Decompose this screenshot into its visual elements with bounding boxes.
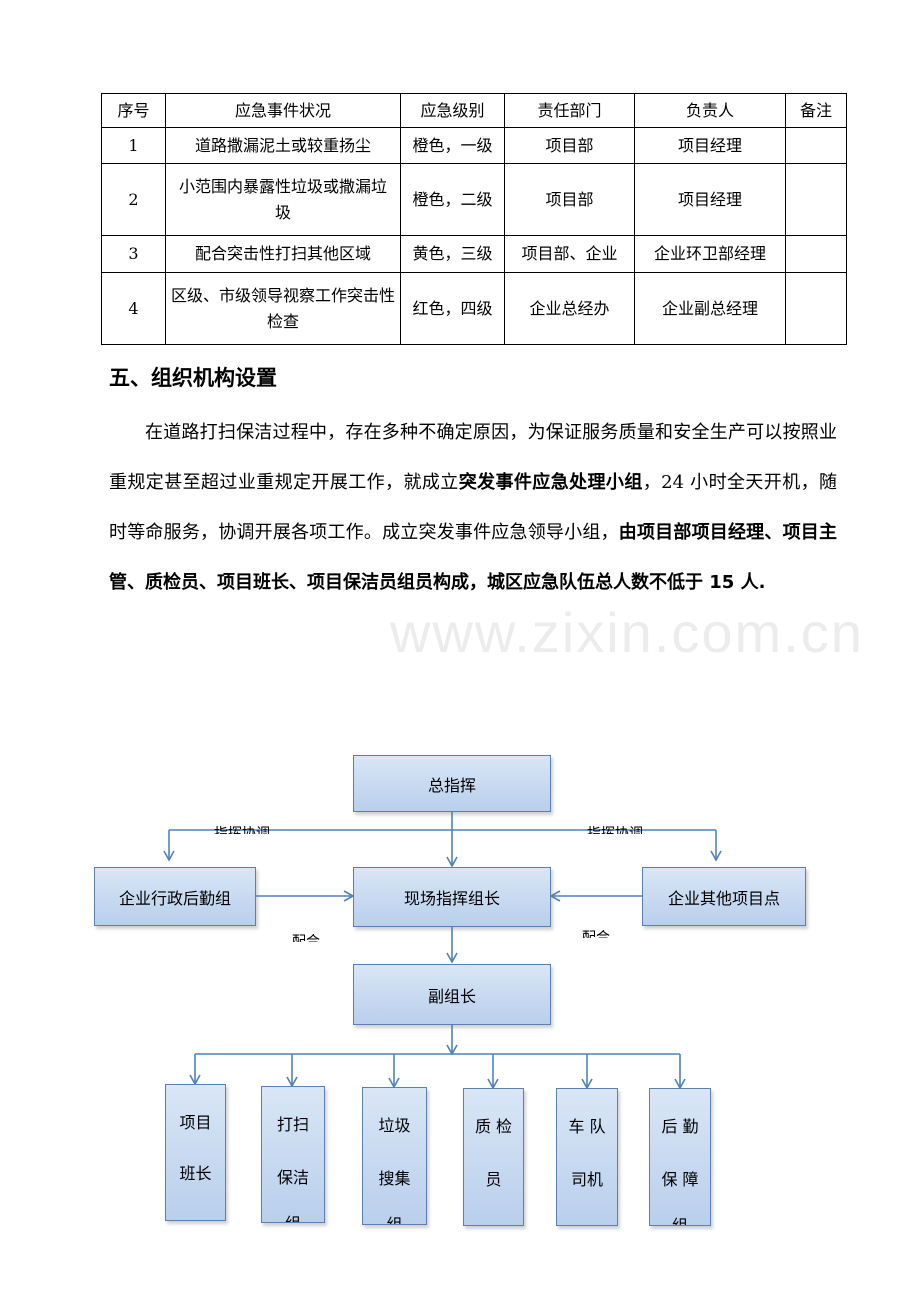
org-box-team: 质 检 员	[463, 1088, 524, 1226]
org-box-team: 后 勤 保 障 组	[649, 1088, 711, 1226]
cell-no: 2	[101, 163, 166, 236]
org-box-deputy-leader: 副组长	[353, 964, 551, 1025]
team-line2: 班长	[179, 1164, 212, 1183]
header-note: 备注	[785, 93, 847, 128]
team-line3: 组	[671, 1216, 688, 1226]
cell-owner: 项目经理	[634, 163, 786, 236]
table-row: 3 配合突击性打扫其他区域 黄色，三级 项目部、企业 企业环卫部经理	[101, 235, 847, 273]
header-no: 序号	[101, 93, 166, 128]
para-bold-2: 由项目部项目经理、项目主管、质检员、项目班长、项目保洁员组员构成，城区应急队伍总…	[109, 522, 838, 593]
edge-label-lower-right: 配合	[582, 930, 610, 938]
edge-label-upper-right: 指挥协调	[587, 826, 643, 834]
table-header-row: 序号 应急事件状况 应急级别 责任部门 负责人 备注	[101, 93, 847, 128]
org-box-team: 打扫 保洁 组	[261, 1086, 325, 1223]
team-line1: 垃圾	[378, 1116, 411, 1135]
edge-label-lower-left: 配合	[292, 934, 320, 942]
cell-dept: 项目部	[504, 127, 635, 164]
org-box-admin-logistics: 企业行政后勤组	[94, 867, 256, 926]
edge-label-upper-left: 指挥协调	[214, 826, 270, 834]
cell-dept: 项目部、企业	[504, 235, 635, 273]
team-line2: 保洁	[276, 1168, 309, 1187]
team-line2: 搜集	[378, 1169, 411, 1188]
team-line1: 打扫	[276, 1115, 309, 1134]
cell-no: 1	[101, 127, 166, 164]
cell-note	[785, 235, 847, 273]
para-text-2: ，24 小时全天开机，随时等命服务，协调开展各项工作。成立突发事件应急领导小组，	[109, 472, 837, 543]
team-line1: 后 勤	[661, 1117, 699, 1136]
watermark: www.zixin.com.cn	[390, 601, 864, 664]
cell-event: 配合突击性打扫其他区域	[165, 235, 401, 273]
org-box-commander: 总指挥	[353, 755, 551, 812]
org-box-team: 项目 班长	[165, 1084, 226, 1221]
cell-note	[785, 163, 847, 236]
team-line1: 车 队	[568, 1117, 606, 1136]
team-line1: 项目	[179, 1113, 212, 1132]
cell-no: 4	[101, 272, 166, 345]
header-dept: 责任部门	[504, 93, 635, 128]
team-line2: 司机	[570, 1170, 603, 1189]
org-box-site-leader: 现场指挥组长	[353, 867, 551, 927]
header-event: 应急事件状况	[165, 93, 401, 128]
org-box-other-projects: 企业其他项目点	[642, 867, 806, 926]
para-text-1: 在道路打扫保洁过程中，存在多种不确定原因，为保证服务质量和安全生产可以按照业重规…	[109, 422, 837, 493]
team-line2: 员	[485, 1170, 502, 1189]
team-line2: 保 障	[661, 1170, 699, 1189]
table-row: 1 道路撒漏泥土或较重扬尘 橙色，一级 项目部 项目经理	[101, 127, 847, 164]
org-box-team: 车 队 司机	[556, 1088, 618, 1226]
section-paragraph: 在道路打扫保洁过程中，存在多种不确定原因，为保证服务质量和安全生产可以按照业重规…	[109, 408, 837, 608]
table-row: 4 区级、市级领导视察工作突击性检查 红色，四级 企业总经办 企业副总经理	[101, 272, 847, 345]
cell-level: 橙色，二级	[400, 163, 505, 236]
cell-note	[785, 272, 847, 345]
org-box-team: 垃圾 搜集 组	[362, 1087, 427, 1225]
para-bold-1: 突发事件应急处理小组	[458, 472, 643, 493]
team-line1: 质 检	[474, 1117, 513, 1136]
emergency-table: 序号 应急事件状况 应急级别 责任部门 负责人 备注 1 道路撒漏泥土或较重扬尘…	[101, 93, 847, 345]
team-line3: 组	[262, 1210, 324, 1222]
cell-dept: 企业总经办	[504, 272, 635, 345]
cell-event: 道路撒漏泥土或较重扬尘	[165, 127, 401, 164]
cell-level: 黄色，三级	[400, 235, 505, 273]
section-title: 五、组织机构设置	[109, 366, 277, 390]
cell-event: 区级、市级领导视察工作突击性检查	[165, 272, 401, 345]
cell-level: 红色，四级	[400, 272, 505, 345]
team-line3: 组	[386, 1215, 403, 1225]
cell-dept: 项目部	[504, 163, 635, 236]
cell-owner: 企业环卫部经理	[634, 235, 786, 273]
